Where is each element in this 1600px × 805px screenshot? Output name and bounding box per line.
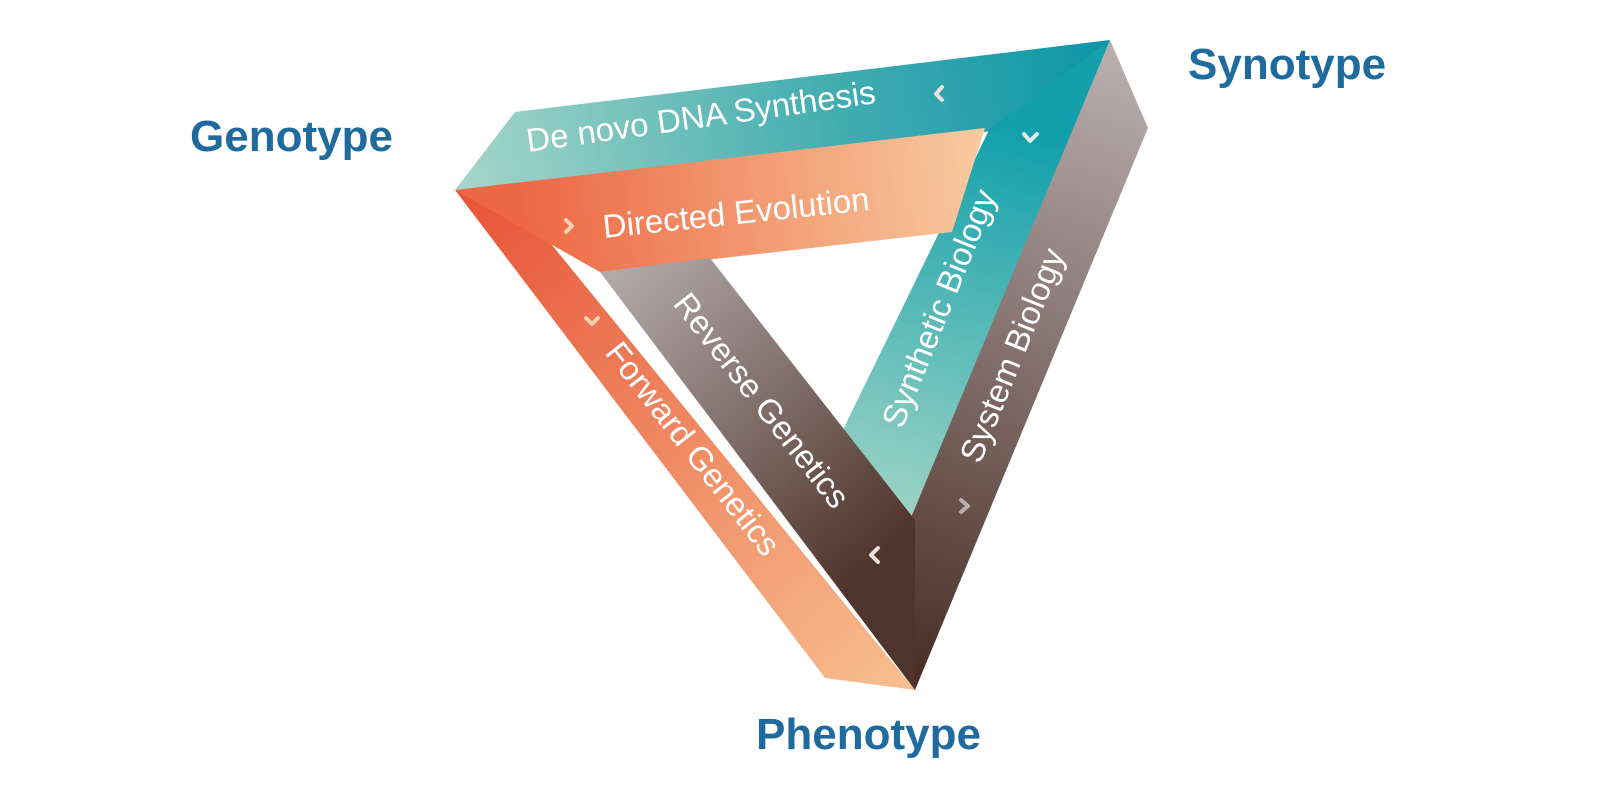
reverse-genetics-band xyxy=(600,258,915,690)
